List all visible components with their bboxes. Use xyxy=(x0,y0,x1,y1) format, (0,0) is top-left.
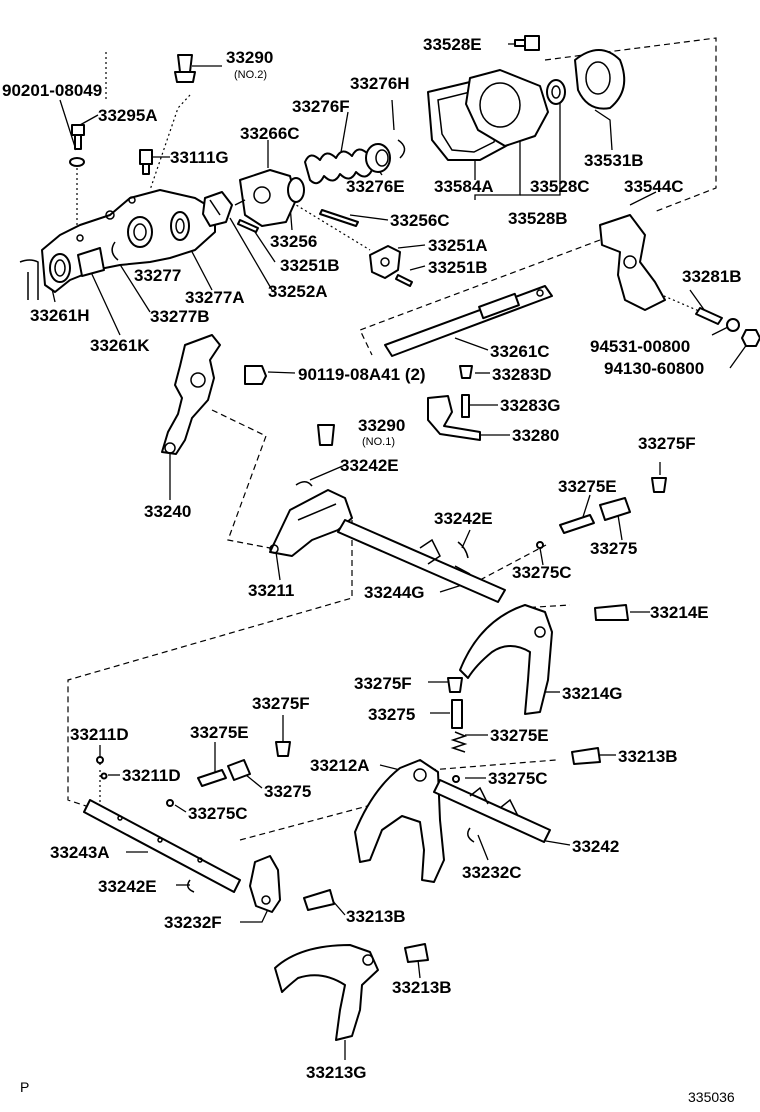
label-33275-upper: 33275 xyxy=(590,539,637,558)
label-33232c: 33232C xyxy=(462,863,522,882)
label-33251b-lower: 33251B xyxy=(428,258,488,277)
label-33256c: 33256C xyxy=(390,211,450,230)
interlock-group xyxy=(317,365,481,446)
label-33283d: 33283D xyxy=(492,365,552,384)
label-33528c: 33528C xyxy=(530,177,590,196)
label-33211d-lower: 33211D xyxy=(122,766,181,785)
label-33276h: 33276H xyxy=(350,74,410,93)
shift-fork-33213g xyxy=(274,943,429,1041)
label-33213b-lower: 33213B xyxy=(392,978,452,997)
label-33261c: 33261C xyxy=(490,342,550,361)
label-33295a: 33295A xyxy=(98,106,158,125)
shift-lever-housing-group xyxy=(19,54,413,300)
label-33584a: 33584A xyxy=(434,177,494,196)
label-33544c: 33544C xyxy=(624,177,684,196)
label-33275-middle: 33275 xyxy=(368,705,415,724)
label-33111g: 33111G xyxy=(170,148,229,167)
label-33244g: 33244G xyxy=(364,583,425,602)
label-33251a: 33251A xyxy=(428,236,488,255)
shift-head-33232f xyxy=(249,855,335,913)
label-90201-08049: 90201-08049 xyxy=(2,81,102,100)
detent-set-right xyxy=(536,477,667,549)
label-33275e-middle: 33275E xyxy=(490,726,549,745)
label-33251b-upper: 33251B xyxy=(280,256,340,275)
label-33275f-lower: 33275F xyxy=(252,694,310,713)
label-33211d-upper: 33211D xyxy=(70,725,129,744)
label-33290-no1-note: (NO.1) xyxy=(362,436,395,448)
label-33252a: 33252A xyxy=(268,282,328,301)
label-33240: 33240 xyxy=(144,502,191,521)
shift-head-33211 xyxy=(269,481,353,557)
shift-inner-shaft xyxy=(384,285,553,357)
label-33242: 33242 xyxy=(572,837,619,856)
label-33277: 33277 xyxy=(134,266,181,285)
drawing-number: 335036 xyxy=(688,1089,735,1105)
label-33277b: 33277B xyxy=(150,307,210,326)
label-33280: 33280 xyxy=(512,426,559,445)
label-33243a: 33243A xyxy=(50,843,110,862)
label-33277a: 33277A xyxy=(185,288,245,307)
label-33211: 33211 xyxy=(248,581,294,600)
shift-shaft-33244g xyxy=(337,519,506,603)
label-33290-no2-note: (NO.2) xyxy=(234,69,267,81)
label-33275f-upper: 33275F xyxy=(638,434,696,453)
label-33261h: 33261H xyxy=(30,306,90,325)
dashed-boundaries xyxy=(67,37,721,841)
label-33528e: 33528E xyxy=(423,35,482,54)
label-33242e-lower: 33242E xyxy=(98,877,157,896)
label-33531b: 33531B xyxy=(584,151,644,170)
label-33275c-upper: 33275C xyxy=(512,563,572,582)
part-labels: 33290 (NO.2) 90201-08049 33295A 33111G 3… xyxy=(2,35,742,1082)
label-33242e-middle: 33242E xyxy=(434,509,493,528)
label-33212a: 33212A xyxy=(310,756,370,775)
label-33290-no1: 33290 xyxy=(358,416,405,435)
label-33275-lower: 33275 xyxy=(264,782,311,801)
label-90119-08a41: 90119-08A41 (2) xyxy=(298,365,426,384)
label-33275c-lower: 33275C xyxy=(188,804,248,823)
label-94130-60800: 94130-60800 xyxy=(604,359,704,378)
label-33213b-middle: 33213B xyxy=(346,907,406,926)
label-33275e-lower: 33275E xyxy=(190,723,249,742)
label-33213b-upper: 33213B xyxy=(618,747,678,766)
label-33214g: 33214G xyxy=(562,684,623,703)
shift-shaft-33242 xyxy=(433,775,551,843)
label-33242e-upper: 33242E xyxy=(340,456,399,475)
label-33276e: 33276E xyxy=(346,177,405,196)
label-33266c: 33266C xyxy=(240,124,300,143)
label-33275e-upper: 33275E xyxy=(558,477,617,496)
label-33256: 33256 xyxy=(270,232,317,251)
label-33528b: 33528B xyxy=(508,209,568,228)
label-33275f-middle: 33275F xyxy=(354,674,412,693)
page-mark: P xyxy=(20,1079,29,1095)
shift-head-33212a xyxy=(354,747,601,883)
label-33214e: 33214E xyxy=(650,603,709,622)
select-lever-group xyxy=(599,214,760,347)
shift-lever-33240 xyxy=(161,334,267,455)
label-94531-00800: 94531-00800 xyxy=(590,337,690,356)
label-33281b: 33281B xyxy=(682,267,742,286)
shift-shaft-33243a xyxy=(83,741,291,893)
label-33213g: 33213G xyxy=(306,1063,367,1082)
label-33232f: 33232F xyxy=(164,913,222,932)
extension-cover-group xyxy=(427,35,626,161)
label-33290-no2: 33290 xyxy=(226,48,273,67)
shift-fork-33214g xyxy=(447,604,629,753)
label-33275c-middle: 33275C xyxy=(488,769,548,788)
label-33276f: 33276F xyxy=(292,97,350,116)
label-33261k: 33261K xyxy=(90,336,150,355)
label-33283g: 33283G xyxy=(500,396,561,415)
